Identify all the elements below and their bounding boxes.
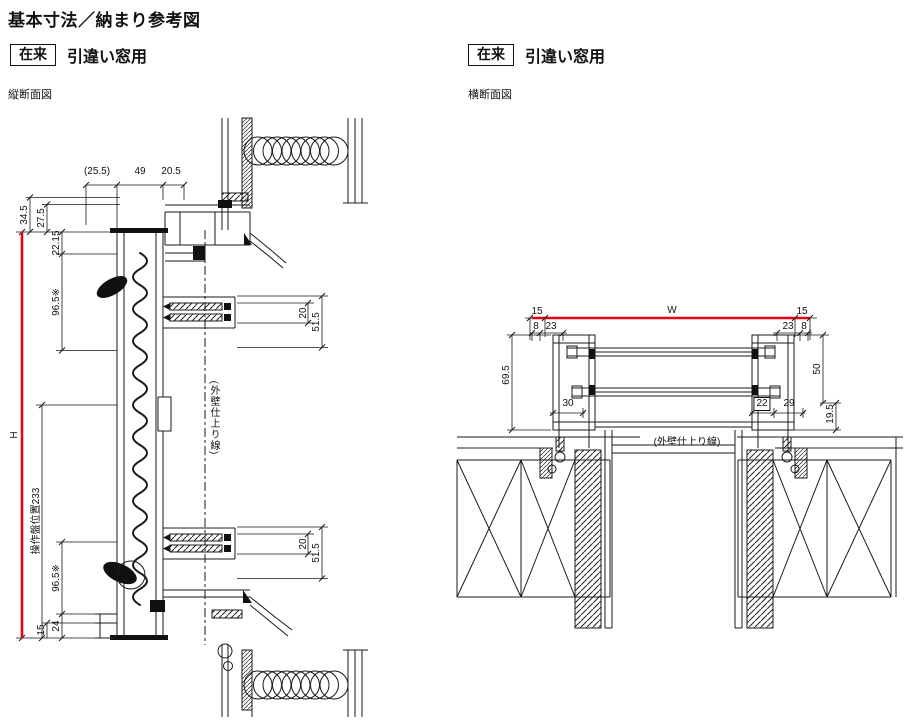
mounting-arm-upper bbox=[163, 296, 236, 329]
left-subtitle: 引違い窓用 bbox=[67, 49, 148, 66]
dim-label-off8-right: 8 bbox=[801, 321, 807, 332]
dim-label-w15-left: 15 bbox=[531, 306, 543, 317]
dim-label-arm-upper-51: 51.5 bbox=[311, 312, 322, 332]
left-view-label: 縦断面図 bbox=[8, 89, 52, 101]
jamb-left bbox=[552, 334, 596, 431]
dim-lines-left bbox=[16, 197, 120, 639]
post-left bbox=[574, 449, 602, 629]
dim-label-off23-left: 23 bbox=[545, 321, 557, 332]
dim-label-w: W bbox=[667, 305, 677, 316]
dim-label-depth-50: 50 bbox=[812, 363, 823, 375]
right-section-header: 在来 引違い窓用 bbox=[468, 42, 605, 68]
dim-lines-top bbox=[525, 317, 817, 341]
dim-ticks bbox=[18, 181, 326, 642]
dim-label-width-22: 22 bbox=[753, 397, 771, 411]
dim-label-head-4: 96.5※ bbox=[51, 288, 62, 316]
right-view-label: 横断面図 bbox=[468, 89, 512, 101]
dim-label-off8-left: 8 bbox=[533, 321, 539, 332]
siding-right bbox=[794, 447, 808, 479]
screw-right bbox=[782, 436, 792, 452]
left-tag-zairai: 在来 bbox=[10, 44, 56, 66]
dim-label-arm-lower-51: 51.5 bbox=[311, 543, 322, 563]
dim-label-top-offset: 20.5 bbox=[161, 166, 181, 177]
dim-lines-top bbox=[85, 184, 185, 228]
insulation-top-icon bbox=[243, 136, 349, 166]
dim-label-arm-upper-20: 20 bbox=[298, 307, 309, 319]
dim-label-sill-96: 96.5※ bbox=[51, 564, 62, 592]
dim-label-sill-24: 24 bbox=[51, 620, 62, 632]
wall-top-sheathing bbox=[241, 117, 253, 209]
horizontal-section-drawing bbox=[456, 314, 903, 629]
wall-block-left bbox=[456, 449, 611, 629]
head-screw bbox=[221, 192, 249, 202]
sliding-sashes bbox=[566, 345, 781, 428]
dim-label-head-1: 34.5 bbox=[19, 205, 30, 225]
dim-label-top-overhang: (25.5) bbox=[83, 166, 111, 177]
wall-finish-line-label-left: (外壁仕上り線) bbox=[208, 380, 219, 456]
dim-lines-sides bbox=[507, 334, 841, 431]
dim-label-arm-lower-20: 20 bbox=[298, 538, 309, 550]
dim-lines-arms bbox=[237, 295, 328, 579]
dim-ticks bbox=[508, 314, 840, 434]
dim-label-head-3: 22.15 bbox=[51, 230, 62, 256]
dim-label-sill-15: 15 bbox=[36, 624, 47, 636]
dim-label-off23-right: 23 bbox=[782, 321, 794, 332]
jamb-right bbox=[751, 334, 795, 431]
sill-assembly bbox=[95, 589, 293, 671]
dim-label-depth-19: 19.5 bbox=[825, 404, 836, 424]
dim-label-head-2: 27.5 bbox=[36, 208, 47, 228]
vertical-section-drawing bbox=[16, 117, 368, 717]
dim-label-top-frame: 49 bbox=[134, 166, 146, 177]
dim-label-height-H: H bbox=[9, 431, 20, 439]
dim-label-w15-right: 15 bbox=[796, 306, 808, 317]
wall-finish-line-label-right: (外壁仕上り線) bbox=[653, 437, 721, 448]
page-title: 基本寸法／納まり参考図 bbox=[8, 11, 201, 30]
insulation-bottom-icon bbox=[243, 670, 349, 700]
frame-member bbox=[116, 233, 164, 635]
dim-label-panel-position: 操作盤位置233 bbox=[31, 487, 42, 555]
dim-label-depth-total: 69.5 bbox=[501, 365, 512, 385]
dim-label-width-29: 29 bbox=[783, 398, 795, 409]
operator-box bbox=[157, 396, 172, 432]
wall-finish-line bbox=[457, 436, 903, 597]
shutter-curtain bbox=[132, 252, 148, 606]
right-tag-zairai: 在来 bbox=[468, 44, 514, 66]
wall-block-right bbox=[737, 449, 892, 629]
siding-left bbox=[539, 447, 553, 479]
screw-left bbox=[555, 436, 565, 452]
wall-bottom-sheathing bbox=[241, 649, 253, 711]
head-drip-edge bbox=[249, 232, 287, 269]
right-subtitle: 引違い窓用 bbox=[525, 49, 606, 66]
post-right bbox=[746, 449, 774, 629]
left-section-header: 在来 引違い窓用 bbox=[10, 42, 147, 68]
head-frame bbox=[164, 204, 251, 262]
dim-label-width-30: 30 bbox=[562, 398, 574, 409]
mounting-arm-lower bbox=[163, 527, 236, 560]
